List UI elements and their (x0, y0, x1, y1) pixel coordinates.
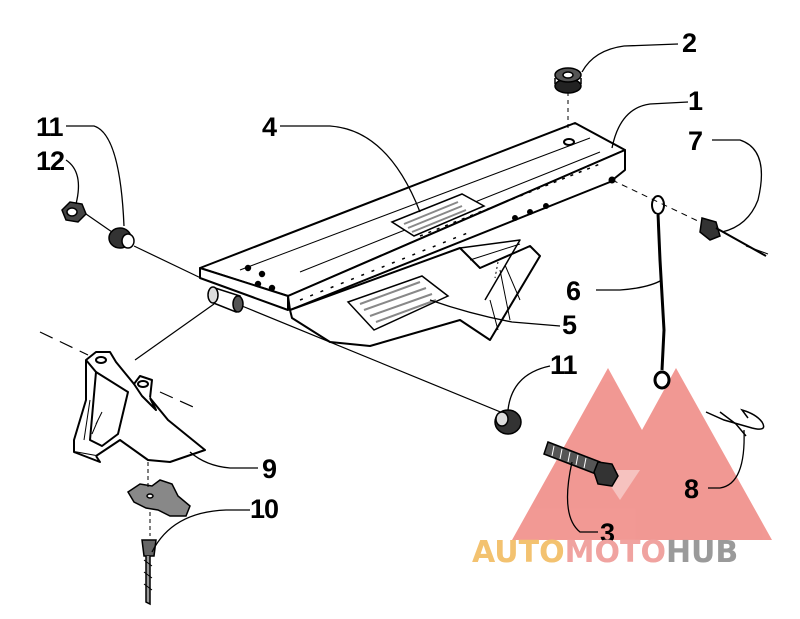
callout-6: 6 (566, 276, 581, 306)
grommet-part-2 (554, 67, 582, 132)
watermark-text: AUTOMOTOHUB (472, 538, 738, 568)
cable-part-6 (651, 195, 671, 390)
callout-4: 4 (262, 112, 277, 142)
callout-2: 2 (682, 28, 697, 58)
callout-11-right: 11 (550, 350, 578, 380)
sleeve-part (207, 286, 244, 314)
decal-part-4 (390, 193, 486, 237)
pin-part-7 (611, 179, 769, 257)
pad-part (126, 462, 191, 517)
callout-11-left: 11 (36, 112, 64, 142)
watermark-hub: HUB (665, 535, 739, 570)
bolt-part-3 (543, 441, 619, 487)
callout-9: 9 (262, 454, 277, 484)
assembly-centerline (39, 213, 521, 421)
bushing-part-11-right (494, 409, 522, 435)
decal-part-5 (346, 275, 450, 331)
callout-1: 1 (688, 86, 703, 116)
callout-5: 5 (562, 310, 577, 340)
callout-10: 10 (250, 494, 279, 524)
bracket-part-9 (73, 351, 206, 463)
callout-7: 7 (688, 126, 703, 156)
watermark-moto: MOTO (564, 535, 666, 570)
callout-3: 3 (600, 518, 615, 548)
callout-8: 8 (684, 474, 699, 504)
watermark-auto: AUTO (472, 535, 565, 570)
callout-12: 12 (36, 146, 65, 176)
leader-lines (65, 43, 762, 553)
clip-part-8 (705, 408, 765, 437)
rivet-part-10 (141, 512, 157, 606)
nut-part-12 (61, 201, 87, 223)
bushing-part-11-left (108, 227, 135, 249)
